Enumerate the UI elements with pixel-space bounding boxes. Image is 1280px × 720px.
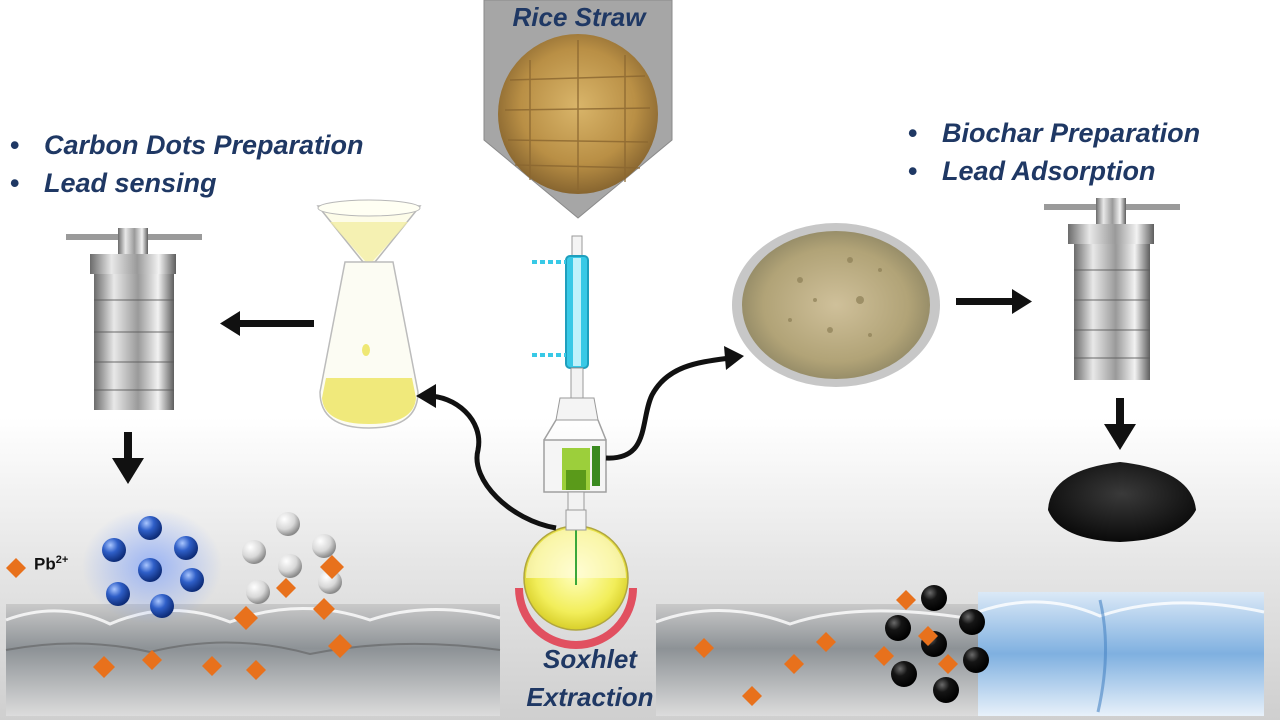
right-water-panel [977, 592, 1265, 716]
right-bullet-list: •Biochar Preparation •Lead Adsorption [908, 114, 1200, 190]
soxhlet-extraction-label: Soxhlet Extraction [526, 644, 654, 712]
soxhlet-extractor [543, 367, 607, 513]
left-water-panel [5, 604, 501, 716]
arrow-to-right-autoclave [956, 298, 1016, 305]
left-bullet-1: •Carbon Dots Preparation [10, 130, 364, 160]
legend-lead-ion [6, 558, 26, 578]
lead-adsorption-text: Lead Adsorption [942, 156, 1156, 186]
rice-straw-banner [483, 0, 673, 219]
filtration-setup [316, 199, 422, 429]
biochar-pile [1048, 462, 1196, 542]
curved-arrow-to-filtration [425, 393, 557, 531]
arrow-to-left-autoclave [236, 320, 314, 327]
carbon-dots-preparation-text: Carbon Dots Preparation [44, 130, 364, 160]
arrows [112, 289, 1136, 531]
arrow-down-right [1116, 398, 1124, 428]
right-bullet-1: •Biochar Preparation [908, 118, 1201, 148]
lead-sensing-text: Lead sensing [44, 168, 217, 198]
lead-ions [6, 555, 958, 706]
biochar-spheres [885, 585, 989, 703]
right-autoclave [1044, 198, 1180, 380]
curved-arrow-to-powder [605, 355, 731, 461]
left-bullet-list: •Carbon Dots Preparation •Lead sensing [10, 126, 364, 202]
carbon-dots-cluster [82, 508, 222, 624]
right-bullet-2: •Lead Adsorption [908, 156, 1156, 186]
arrow-down-left [124, 432, 132, 462]
rice-straw-label: Rice Straw [512, 2, 646, 32]
left-bullet-2: •Lead sensing [10, 168, 217, 198]
round-bottom-flask [515, 509, 637, 649]
lead-ion-charge: 2+ [55, 554, 69, 566]
biochar-preparation-text: Biochar Preparation [942, 118, 1201, 148]
rice-straw-powder [732, 223, 940, 387]
middle-water-panel [655, 604, 979, 716]
white-spheres [242, 512, 342, 604]
condenser [532, 235, 589, 369]
left-autoclave [66, 228, 202, 410]
lead-ion-symbol: Pb [34, 554, 56, 574]
lead-ion-legend-label: Pb2+ [34, 554, 68, 575]
